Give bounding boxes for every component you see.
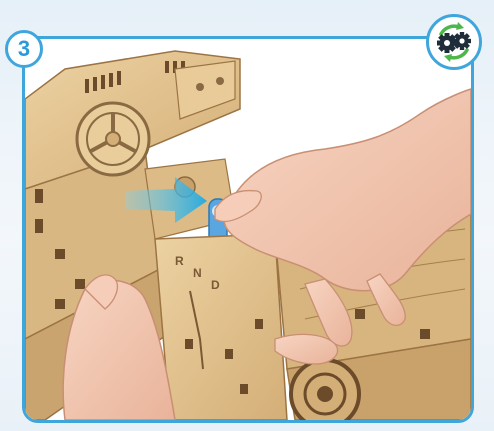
panel-marking-r: R xyxy=(175,254,184,268)
rotating-gears-icon xyxy=(431,19,477,65)
gears-icon-badge xyxy=(426,14,482,70)
instruction-frame: R N D xyxy=(22,36,474,423)
step-number-badge: 3 xyxy=(5,30,43,68)
steering-wheel xyxy=(77,103,149,175)
assembly-illustration: R N D xyxy=(25,39,471,420)
step-number: 3 xyxy=(18,38,30,60)
panel-marking-d: D xyxy=(211,278,220,292)
shifter-panel: R N D xyxy=(155,234,287,420)
panel-marking-n: N xyxy=(193,266,202,280)
model-wheel xyxy=(291,360,359,420)
